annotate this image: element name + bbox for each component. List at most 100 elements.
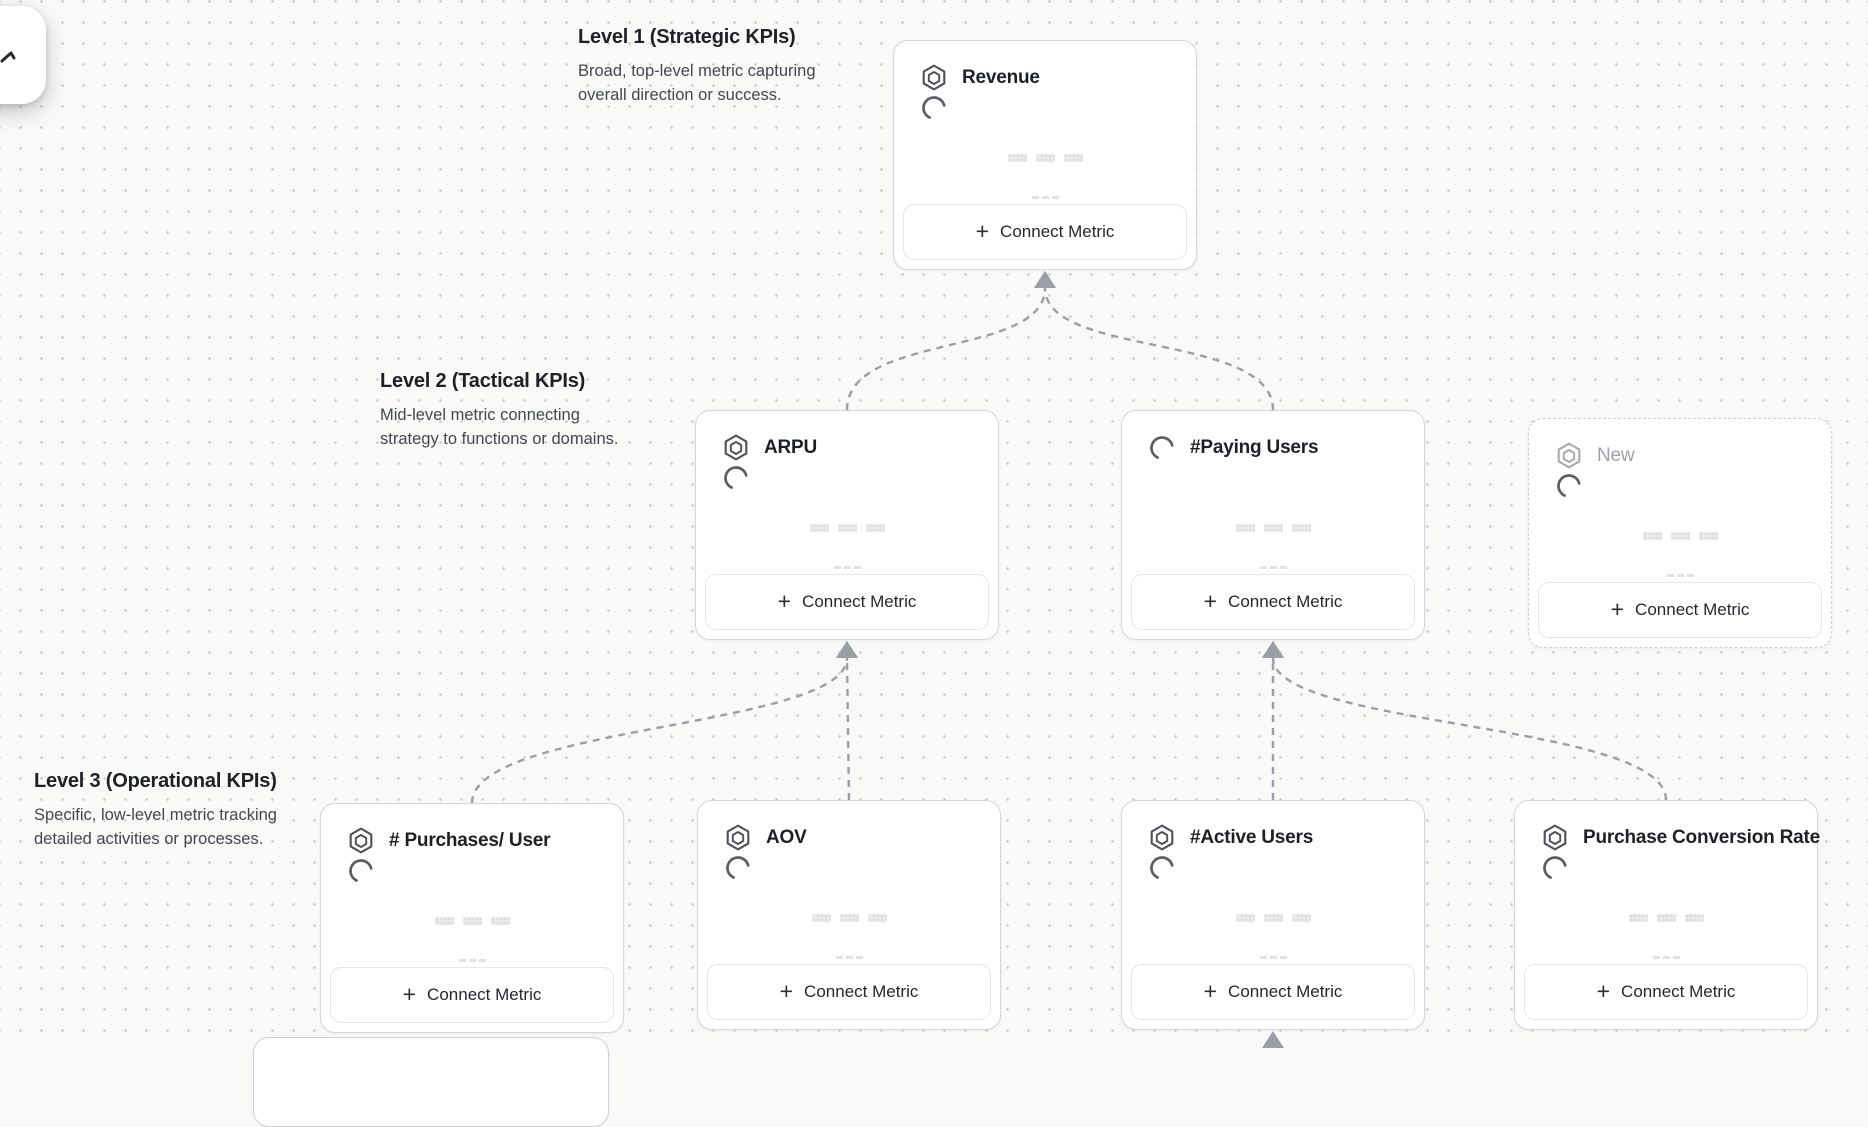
metric-card-title: New [1597, 445, 1635, 466]
level-1-label: Level 1 (Strategic KPIs) Broad, top-leve… [578, 26, 840, 108]
connect-metric-button[interactable]: + Connect Metric [330, 967, 614, 1023]
metric-card-arpu[interactable]: ARPU + Connect Metric [695, 410, 999, 640]
metric-card-aov[interactable]: AOV + Connect Metric [697, 800, 1001, 1030]
toolbar-button-partial[interactable] [0, 6, 46, 104]
level-2-description: Mid-level metric connecting strategy to … [380, 406, 619, 449]
connector-arrowhead [836, 641, 858, 658]
connect-metric-button[interactable]: + Connect Metric [1131, 964, 1415, 1020]
connect-metric-button[interactable]: + Connect Metric [1538, 582, 1822, 638]
connector-arrowhead [1034, 271, 1056, 288]
connect-metric-label: Connect Metric [1621, 982, 1736, 1001]
metric-card-title: ARPU [764, 437, 818, 458]
connect-metric-button[interactable]: + Connect Metric [1131, 574, 1415, 630]
metric-card-title: AOV [766, 827, 807, 848]
connect-metric-label: Connect Metric [1228, 592, 1343, 611]
level-3-label: Level 3 (Operational KPIs) Specific, low… [34, 770, 319, 852]
metric-card-title: Revenue [962, 67, 1040, 88]
metric-card-partial[interactable] [253, 1037, 609, 1127]
connector-edge [845, 656, 851, 801]
connect-metric-label: Connect Metric [1635, 600, 1750, 619]
level-3-description: Specific, low-level metric tracking deta… [34, 806, 277, 849]
hexagon-metric-icon [724, 434, 748, 461]
plus-icon: + [779, 977, 794, 1004]
metric-skeleton-dashes [1529, 574, 1831, 577]
connect-metric-button[interactable]: + Connect Metric [707, 964, 991, 1020]
plus-icon: + [1203, 977, 1218, 1004]
plus-icon: + [1596, 977, 1611, 1004]
card-header: # Purchases/ User [346, 826, 607, 883]
connect-metric-button[interactable]: + Connect Metric [903, 204, 1187, 260]
connector-arrowhead [836, 641, 858, 658]
plus-icon: + [1610, 595, 1625, 622]
metric-skeleton-dashes [1515, 956, 1817, 959]
spinner-icon [1557, 474, 1581, 498]
hexagon-metric-icon [922, 64, 946, 91]
connector-edge [1043, 287, 1275, 411]
cursor-icon [0, 51, 16, 63]
metric-card-title: # Purchases/ User [389, 830, 551, 851]
metric-skeleton-dashes [321, 959, 623, 962]
hexagon-metric-icon [726, 824, 750, 851]
card-header: Purchase Conversion Rate [1540, 823, 1820, 880]
card-header: Revenue [919, 63, 1180, 120]
metric-skeleton-dashes [1122, 956, 1424, 959]
connect-metric-label: Connect Metric [1228, 982, 1343, 1001]
metric-card-purchase-conversion-rate[interactable]: Purchase Conversion Rate + Connect Metri… [1514, 800, 1820, 1030]
plus-icon: + [777, 587, 792, 614]
connector-arrowhead [1034, 271, 1056, 288]
connector-edge [1271, 657, 1668, 801]
spinner-icon [1150, 436, 1174, 460]
connect-metric-label: Connect Metric [1000, 222, 1115, 241]
metric-skeleton-dashes [696, 566, 998, 569]
level-1-heading: Level 1 (Strategic KPIs) [578, 26, 796, 48]
connect-metric-label: Connect Metric [427, 985, 542, 1004]
level-2-heading: Level 2 (Tactical KPIs) [380, 370, 586, 392]
plus-icon: + [402, 980, 417, 1007]
connector-edge [845, 287, 1047, 411]
plus-icon: + [975, 217, 990, 244]
spinner-icon [349, 859, 373, 883]
connector-arrowhead [1262, 641, 1284, 658]
connect-metric-label: Connect Metric [802, 592, 917, 611]
spinner-icon [1543, 856, 1567, 880]
metric-card-title: #Active Users [1190, 827, 1314, 848]
card-header: AOV [723, 823, 984, 880]
metric-skeleton-blocks [1515, 914, 1817, 922]
hexagon-metric-icon [349, 827, 373, 854]
metric-skeleton-blocks [894, 154, 1196, 162]
metric-card-purchases-per-user[interactable]: # Purchases/ User + Connect Metric [320, 803, 624, 1033]
metric-skeleton-dashes [1122, 566, 1424, 569]
level-3-heading: Level 3 (Operational KPIs) [34, 770, 277, 792]
connect-metric-label: Connect Metric [804, 982, 919, 1001]
card-header: New [1554, 441, 1815, 498]
card-header: #Paying Users [1147, 433, 1408, 463]
connector-edge [470, 657, 849, 804]
plus-icon: + [1203, 587, 1218, 614]
connector-arrowhead [1262, 1031, 1284, 1048]
metric-skeleton-blocks [696, 524, 998, 532]
hexagon-metric-icon [1543, 824, 1567, 851]
connect-metric-button[interactable]: + Connect Metric [705, 574, 989, 630]
metric-card-new[interactable]: New + Connect Metric [1528, 418, 1832, 648]
metric-skeleton-blocks [1122, 914, 1424, 922]
metric-card-title: Purchase Conversion Rate [1583, 827, 1821, 848]
connect-metric-button[interactable]: + Connect Metric [1524, 964, 1808, 1020]
metric-card-title: #Paying Users [1190, 437, 1319, 458]
metric-skeleton-blocks [1529, 532, 1831, 540]
metric-card-revenue[interactable]: Revenue + Connect Metric [893, 40, 1197, 270]
spinner-icon [1150, 856, 1174, 880]
card-header: #Active Users [1147, 823, 1408, 880]
metric-skeleton-blocks [698, 914, 1000, 922]
spinner-icon [922, 96, 946, 120]
connector-arrowhead [1262, 641, 1284, 658]
metric-card-active-users[interactable]: #Active Users + Connect Metric [1121, 800, 1425, 1030]
spinner-icon [724, 466, 748, 490]
metric-skeleton-blocks [321, 917, 623, 925]
metric-card-paying-users[interactable]: #Paying Users + Connect Metric [1121, 410, 1425, 640]
spinner-icon [726, 856, 750, 880]
hexagon-metric-icon [1557, 442, 1581, 469]
metric-skeleton-dashes [698, 956, 1000, 959]
level-2-label: Level 2 (Tactical KPIs) Mid-level metric… [380, 370, 642, 452]
hexagon-metric-icon [1150, 824, 1174, 851]
